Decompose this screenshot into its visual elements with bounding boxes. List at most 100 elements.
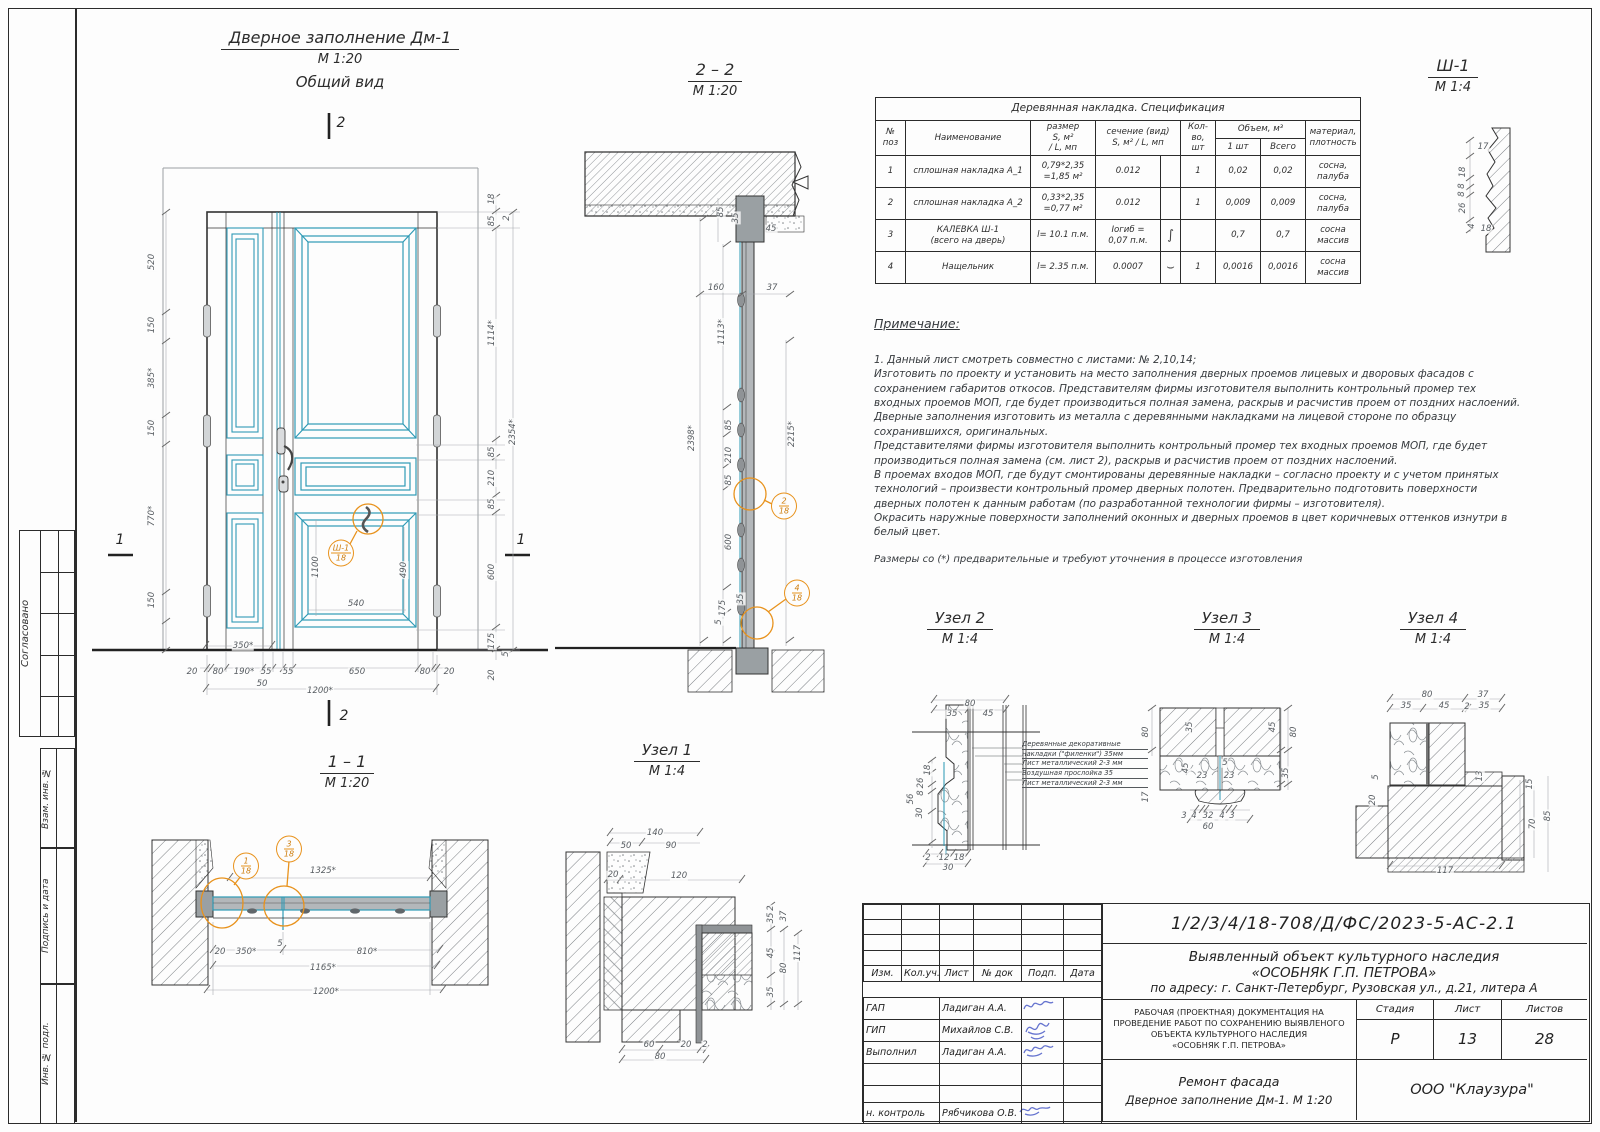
spec-cell: 1	[1180, 187, 1216, 221]
spec-cell: 0,33*2,35 =0,77 м²	[1030, 187, 1096, 221]
dim-label: 13	[1474, 769, 1485, 783]
title-uzel-1-scale: М 1:4	[648, 764, 686, 779]
tb-header-grid: Изм. Кол.уч. Лист № док Подп. Дата	[863, 904, 1102, 982]
title-uzel-3-scale: М 1:4	[1208, 632, 1246, 647]
dim-label: 45	[1437, 700, 1451, 711]
tb-role	[863, 1085, 940, 1103]
cap-profile-icon: ⌣	[1166, 259, 1175, 275]
dim-label: 35	[735, 592, 746, 606]
title-section-2-2-text: 2 – 2	[687, 60, 743, 82]
dim-label: 160	[706, 282, 726, 293]
dim-label: 20	[185, 666, 199, 677]
tb-signature-cell	[1021, 997, 1064, 1020]
spec-h-mat: материал, плотность	[1305, 119, 1361, 157]
tb-date-cell	[1063, 1041, 1102, 1064]
dim-label: 35	[730, 211, 741, 225]
dim-label: 37	[1476, 689, 1490, 700]
dim-label: 80	[778, 961, 789, 975]
dim-label: 80	[963, 698, 977, 709]
dim-label: 540	[346, 598, 366, 609]
title-uzel-3: Узел 3 М 1:4	[1172, 608, 1282, 647]
note-paragraph: Изготовить по проекту и установить на ме…	[874, 368, 1521, 410]
tb-col-izm: Изм.	[863, 965, 902, 982]
dim-label: 80	[1140, 725, 1151, 739]
dim-label: 80	[211, 666, 225, 677]
dim-label: 2	[1463, 701, 1471, 712]
spec-cell: l= 2.35 п.м.	[1030, 251, 1096, 285]
stamp-agreed-label-col: Согласовано	[20, 531, 41, 736]
title-general-view-text: Дверное заполнение Дм-1	[220, 28, 460, 50]
dim-label: 8	[915, 789, 926, 797]
title-uzel-2-text: Узел 2	[926, 609, 994, 630]
dim-label: 4	[1466, 222, 1477, 230]
title-section-1-1-scale: М 1:20	[324, 776, 370, 791]
dim-label: 117	[792, 943, 803, 963]
tb-date-cell	[1063, 1063, 1102, 1086]
title-general-view: Дверное заполнение Дм-1 М 1:20 Общий вид	[200, 28, 480, 91]
dim-label: 175	[486, 631, 497, 651]
dim-label: 2	[701, 1039, 709, 1050]
tb-role: ГАП	[863, 997, 940, 1020]
dim-label: 45	[1180, 761, 1191, 775]
dim-label: 810*	[355, 946, 379, 957]
spec-cell: сплошная накладка А_2	[905, 187, 1031, 221]
dim-label: 1114*	[486, 319, 497, 347]
dim-label: 770*	[146, 504, 157, 528]
tb-company: ООО "Клаузура"	[1410, 1082, 1534, 1098]
tb-signature-cell	[1021, 1085, 1064, 1103]
dim-label: 350*	[231, 640, 255, 651]
dim-label: 85	[486, 497, 497, 511]
tb-object-line1: Выявленный объект культурного наследия	[1188, 948, 1500, 965]
dim-label: 35	[1184, 720, 1195, 734]
dim-label: 20	[679, 1039, 693, 1050]
tb-col-podp: Подп.	[1021, 965, 1064, 982]
page-border	[8, 8, 1592, 1124]
layer-label: Деревянные декоративные	[1022, 740, 1148, 750]
layer-label: Лист металлический 2-3 мм	[1022, 759, 1148, 770]
tb-subject-line1: Ремонт фасада	[1178, 1073, 1280, 1089]
tb-role	[863, 1063, 940, 1086]
dim-label: 2	[501, 214, 512, 222]
dim-label: 85	[715, 205, 726, 219]
layer-label: накладки ("филенки") 35мм	[1022, 750, 1148, 760]
dim-label: 18	[922, 763, 933, 777]
notes-heading: Примечание:	[874, 316, 960, 331]
dim-label: 26	[915, 776, 926, 790]
dim-label: 8	[1456, 190, 1467, 198]
title-uzel-1: Узел 1 М 1:4	[612, 740, 722, 779]
dim-label: 1	[115, 532, 125, 548]
spec-h-pos: № поз	[875, 119, 906, 157]
dim-label: 1100	[310, 555, 321, 579]
tb-person	[939, 1063, 1022, 1086]
note-paragraph: В проемах входов МОП, где будут смонтиро…	[874, 468, 1499, 510]
dim-label: 37	[778, 909, 789, 923]
dim-label: 85	[723, 418, 734, 432]
tb-object: Выявленный объект культурного наследия «…	[1101, 944, 1587, 999]
dim-label: 600	[486, 562, 497, 582]
dim-label: 80	[1420, 689, 1434, 700]
tb-role: н. контроль	[863, 1102, 940, 1124]
tb-stage-value: Р	[1390, 1030, 1400, 1048]
dim-label: 60	[1201, 821, 1215, 832]
stamp-agreed-box: Согласовано	[19, 530, 75, 737]
dim-label: 23	[1222, 770, 1236, 781]
title-uzel-1-text: Узел 1	[633, 741, 701, 762]
dim-label: 5	[1221, 757, 1229, 768]
dim-label: 55	[281, 666, 295, 677]
dim-label: 650	[347, 666, 367, 677]
dim-label: 18	[486, 192, 497, 206]
dim-label: 20	[442, 666, 456, 677]
dim-label: 2	[336, 115, 346, 131]
dim-label: 80	[418, 666, 432, 677]
dim-label: 3	[1228, 810, 1236, 821]
dim-label: 3	[1180, 810, 1188, 821]
title-uzel-2-scale: М 1:4	[941, 632, 979, 647]
dim-label: 15	[1524, 777, 1535, 791]
dim-label: 210	[723, 445, 734, 465]
title-uzel-4-scale: М 1:4	[1414, 632, 1452, 647]
note-paragraph: Представителями фирмы изготовителя выпол…	[874, 440, 1488, 467]
spec-h-qty: Кол-во, шт	[1180, 119, 1216, 157]
title-uzel-2: Узел 2 М 1:4	[905, 608, 1015, 647]
dim-label: 45	[765, 946, 776, 960]
